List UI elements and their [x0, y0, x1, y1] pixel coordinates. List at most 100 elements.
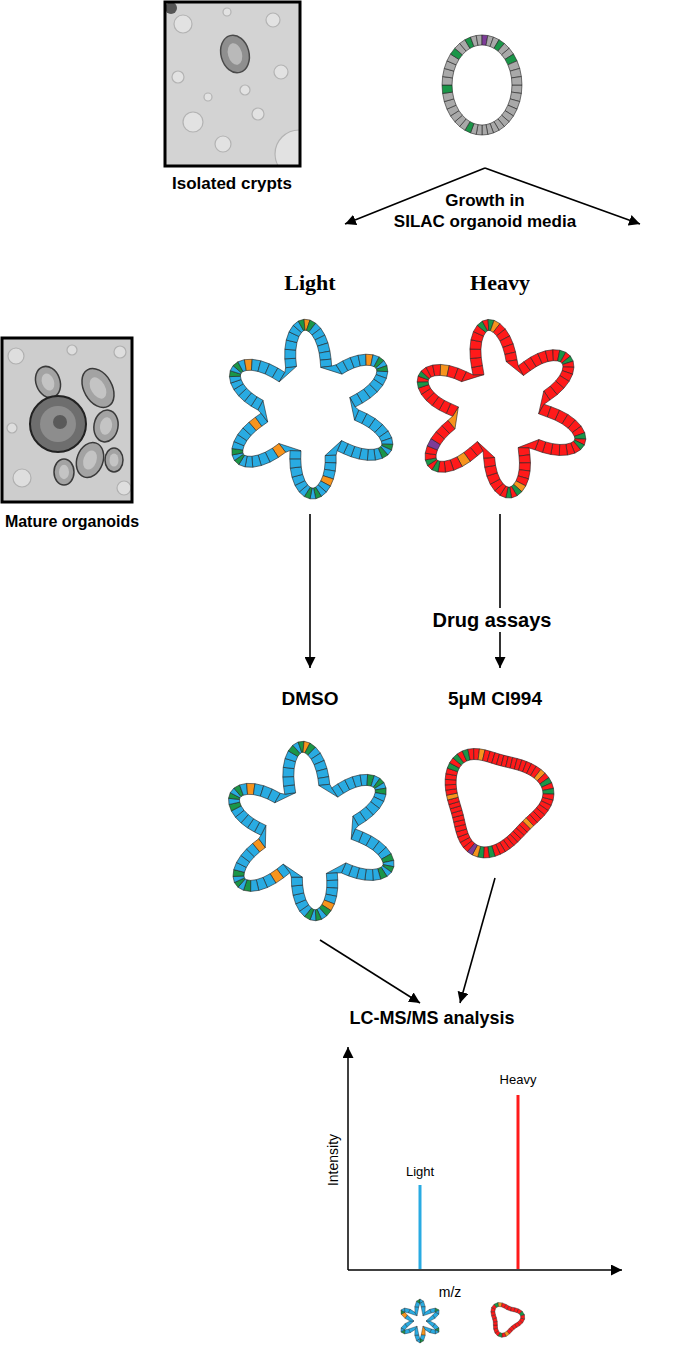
epithelial-cell — [292, 885, 304, 895]
epithelial-cell — [358, 354, 366, 366]
photo-panel: Isolated crypts — [163, 2, 533, 168]
micrograph — [2, 338, 132, 502]
epithelial-cell — [484, 457, 496, 467]
epithelial-cell — [319, 351, 331, 360]
x-axis — [348, 1269, 622, 1271]
organoid-bud — [91, 408, 120, 444]
bubble — [183, 112, 203, 132]
bubble — [172, 71, 184, 83]
epithelial-cell — [417, 382, 429, 388]
organoid-panel: DMSO — [215, 668, 405, 940]
heavy-peak — [517, 1095, 520, 1269]
light-peak — [419, 1185, 422, 1269]
organoid-epithelium — [229, 319, 392, 499]
crypt-lumen — [225, 42, 244, 67]
panel-art — [163, 2, 533, 168]
organoid-epithelium — [417, 319, 586, 497]
bubble — [114, 346, 126, 358]
epithelial-cell — [559, 444, 567, 455]
epithelial-cell — [285, 358, 297, 367]
wrap-spacer — [530, 190, 585, 211]
epithelial-cell — [360, 774, 367, 785]
panel-art — [2, 338, 134, 504]
epithelial-cell — [482, 319, 488, 330]
epithelial-cell — [283, 777, 295, 787]
organoid-bud — [75, 363, 120, 413]
condition-heading: Heavy — [470, 270, 530, 296]
analysis-heading: LC-MS/MS analysis — [349, 1008, 514, 1030]
epithelial-cell — [421, 1326, 425, 1335]
condition-heading: Light — [284, 270, 335, 296]
epithelial-cell — [350, 397, 359, 420]
organoid-lumen — [40, 406, 76, 442]
epithelial-cell — [229, 376, 241, 383]
organoid-epithelium — [491, 1303, 525, 1338]
epithelial-cell — [405, 1321, 414, 1327]
analysis-panel: LC-MS/MS analysis — [320, 1003, 630, 1348]
epithelial-cell — [545, 350, 553, 362]
epithelial-cell — [443, 92, 454, 101]
organoid-bud — [54, 459, 74, 485]
epithelial-cell — [435, 1330, 439, 1334]
epithelial-cell — [420, 1339, 423, 1343]
epithelial-cell — [470, 349, 481, 359]
photo-frame — [2, 338, 132, 502]
crypt — [217, 32, 254, 76]
peak-label: Heavy — [500, 1072, 537, 1088]
organoid-bud — [105, 448, 123, 472]
treatment-heading: 5μM CI994 — [448, 688, 542, 711]
epithelial-cell — [251, 880, 259, 892]
bubble — [240, 85, 250, 95]
epithelial-cell — [547, 407, 559, 420]
organoid-epithelium — [445, 749, 554, 858]
bubble — [215, 136, 231, 152]
bubble — [13, 469, 31, 487]
organoid-bud-lumen — [59, 465, 69, 479]
bubble — [204, 93, 212, 101]
photo-caption: Isolated crypts — [172, 174, 292, 194]
epithelial-cell — [415, 1335, 420, 1341]
bubble — [117, 481, 131, 495]
panel-art — [320, 1003, 630, 1348]
micrograph-ground — [2, 338, 132, 502]
epithelial-cell — [351, 829, 363, 842]
epithelial-cell — [290, 467, 302, 477]
bubble — [275, 130, 300, 166]
epithelial-cell — [494, 1303, 498, 1308]
bubble — [252, 108, 264, 120]
epithelial-cell — [401, 1308, 405, 1312]
epithelial-cell — [476, 35, 482, 45]
epithelial-cell — [521, 1315, 525, 1319]
epithelial-cell — [430, 1308, 436, 1313]
epithelial-cell — [426, 1315, 435, 1321]
axis-title: Intensity — [325, 1134, 342, 1186]
organoid-epithelium — [229, 741, 394, 920]
bubble — [8, 348, 24, 364]
epithelial-cell — [519, 455, 530, 463]
epithelial-cell — [444, 460, 454, 472]
epithelial-cell — [491, 1312, 496, 1316]
epithelial-cell — [327, 880, 338, 888]
epithelial-cell — [502, 1333, 506, 1338]
peak-label: Light — [406, 1164, 434, 1180]
epithelial-cell — [510, 68, 521, 77]
epithelial-cell — [373, 869, 381, 881]
epithelial-cell — [283, 767, 294, 777]
epithelial-cell — [381, 438, 393, 445]
axis-title: m/z — [439, 1284, 462, 1301]
organoid-bud-lumen — [99, 416, 114, 435]
wrap-spacer — [385, 190, 440, 211]
epithelial-cell — [468, 749, 474, 760]
flow-arrow — [320, 940, 420, 1003]
treatment-heading: DMSO — [282, 688, 339, 711]
epithelial-cell — [325, 441, 341, 456]
bubble — [274, 65, 288, 79]
epithelial-cell — [445, 779, 456, 785]
epithelial-cell — [420, 1301, 425, 1307]
flow-arrow — [460, 878, 495, 1003]
photo-frame — [165, 2, 300, 166]
connector-group — [310, 168, 640, 1003]
organoid-epithelium — [442, 35, 522, 135]
